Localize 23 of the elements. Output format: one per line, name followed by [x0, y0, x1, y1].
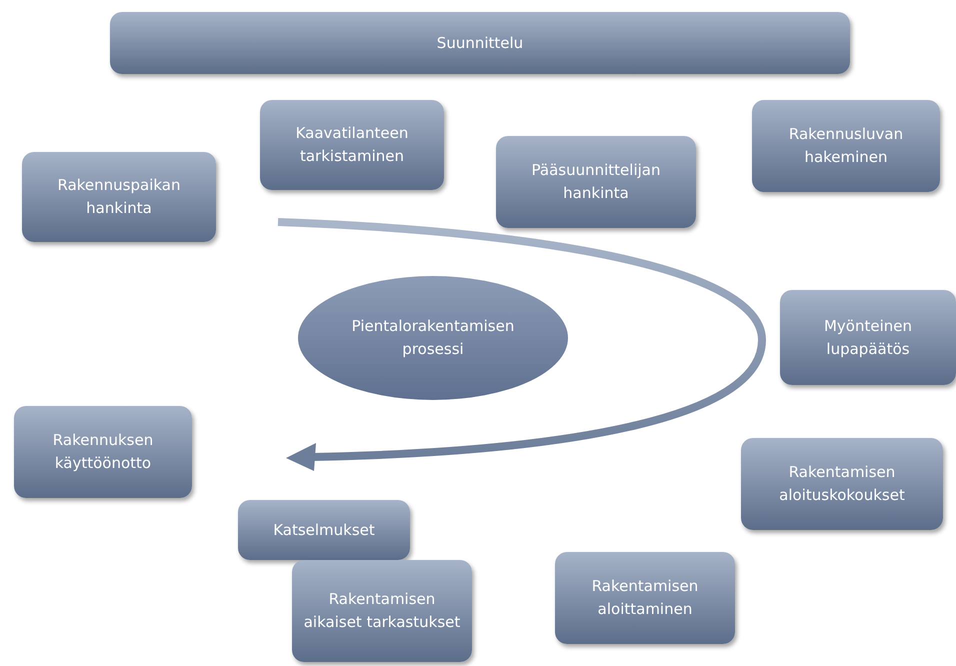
node-label: Pääsuunnittelijan hankinta: [530, 160, 662, 204]
process-box: [496, 136, 696, 228]
process-box: [741, 438, 943, 530]
process-box: [752, 100, 940, 192]
node-label: Rakennusluvan hakeminen: [788, 124, 904, 168]
process-box: [22, 152, 216, 242]
process-box: [238, 500, 410, 560]
process-box: [555, 552, 735, 644]
node-label: Myönteinen lupapäätös: [822, 316, 914, 360]
node-label: Rakentamisen aloituskokoukset: [778, 462, 906, 506]
node-label: Katselmukset: [273, 520, 375, 540]
process-box: [110, 12, 850, 74]
node-label: Pientalorakentamisen prosessi: [352, 316, 514, 360]
node-label: Rakennuspaikan hankinta: [56, 175, 182, 219]
node-label: Rakentamisen aloittaminen: [590, 576, 700, 620]
node-label: Rakentamisen aikaiset tarkastukset: [302, 589, 462, 633]
node-label: Rakennuksen käyttöönotto: [52, 430, 154, 474]
process-box: [292, 560, 472, 662]
node-label: Suunnittelu: [436, 32, 524, 54]
process-box: [780, 290, 956, 385]
process-box: [14, 406, 192, 498]
node-label: Kaavatilanteen tarkistaminen: [294, 123, 410, 167]
process-box: [260, 100, 444, 190]
